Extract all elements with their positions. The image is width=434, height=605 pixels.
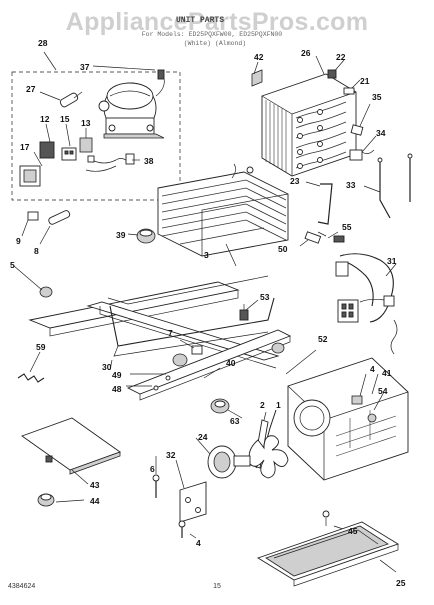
callout-12: 12: [40, 114, 50, 124]
callout-2: 2: [260, 400, 265, 410]
callout-5: 5: [10, 260, 15, 270]
callout-38: 38: [144, 156, 154, 166]
callout-30: 30: [102, 362, 112, 372]
callout-39: 39: [116, 230, 126, 240]
callout-13: 13: [81, 118, 91, 128]
leader-52: [285, 349, 317, 375]
callout-21: 21: [360, 76, 370, 86]
callout-15: 15: [60, 114, 70, 124]
callout-59: 59: [36, 342, 46, 352]
callout-40: 40: [226, 358, 236, 368]
callout-33: 33: [346, 180, 356, 190]
callout-44: 44: [90, 496, 100, 506]
callout-28: 28: [38, 38, 48, 48]
callout-53: 53: [260, 292, 270, 302]
pad-and-grommet: [21, 417, 121, 507]
callout-41: 41: [382, 368, 392, 378]
callout-31: 31: [387, 256, 397, 266]
callout-49: 49: [112, 370, 122, 380]
callout-32: 32: [166, 450, 176, 460]
base-frame-rails: [13, 265, 292, 401]
drain-pan: [256, 510, 400, 587]
callout-63: 63: [230, 416, 240, 426]
callout-8: 8: [34, 246, 39, 256]
evaporator-coil: [157, 163, 289, 267]
left-small-parts: [21, 210, 156, 245]
fan-mount-bracket: [287, 357, 409, 481]
fan-motor-parts: [195, 398, 289, 479]
callout-55: 55: [342, 222, 352, 232]
callout-7: 7: [168, 328, 173, 338]
callout-50: 50: [278, 244, 288, 254]
condenser-assembly: [251, 55, 413, 225]
callout-35: 35: [372, 92, 382, 102]
callout-4a: 4: [370, 364, 375, 374]
callout-23: 23: [290, 176, 300, 186]
callout-45: 45: [348, 526, 358, 536]
wire-harness: [335, 253, 398, 355]
diagram-title: UNIT PARTS: [176, 16, 224, 25]
callout-42: 42: [254, 52, 264, 62]
motor-bracket: [152, 456, 207, 539]
callout-48: 48: [112, 384, 122, 394]
callout-54: 54: [378, 386, 388, 396]
models-line: For Models: ED25PQXFW00, ED25PQXFN00: [142, 31, 283, 38]
callout-1: 1: [276, 400, 281, 410]
callout-6: 6: [150, 464, 155, 474]
callout-22: 22: [336, 52, 346, 62]
callout-37: 37: [80, 62, 90, 72]
footer-code: 4384624: [8, 583, 35, 590]
callout-27: 27: [26, 84, 36, 94]
callout-3: 3: [204, 250, 209, 260]
callout-52: 52: [318, 334, 328, 344]
callout-26: 26: [301, 48, 311, 58]
callout-4b: 4: [196, 538, 201, 548]
callout-25: 25: [396, 578, 406, 588]
watermark: AppliancePartsPros.com: [66, 8, 369, 36]
fitting-parts: [299, 231, 345, 247]
callout-34: 34: [376, 128, 386, 138]
callout-17: 17: [20, 142, 30, 152]
callout-9: 9: [16, 236, 21, 246]
callout-43: 43: [90, 480, 100, 490]
compressor-assembly: [11, 51, 181, 201]
callout-24: 24: [198, 432, 208, 442]
colors-line: (White) (Almond): [184, 40, 246, 47]
footer-page-number: 15: [213, 583, 221, 590]
